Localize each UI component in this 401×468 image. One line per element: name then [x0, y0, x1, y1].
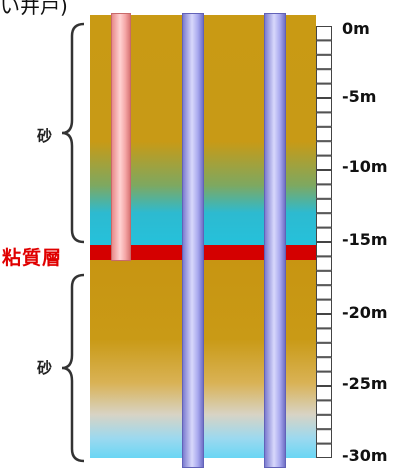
ruler-cell	[316, 328, 332, 343]
ruler-cell	[316, 342, 332, 358]
lower-sand-label: 砂	[37, 359, 53, 377]
upper-sand-label: 砂	[37, 127, 53, 145]
deep-well-pipe-1	[182, 13, 204, 468]
depth-label-20m: -20m	[342, 303, 388, 322]
ruler-cell	[316, 141, 332, 156]
ruler-cell	[316, 242, 332, 257]
depth-label-5m: -5m	[342, 87, 377, 106]
ruler-cell	[316, 414, 332, 430]
depth-label-25m: -25m	[342, 374, 388, 393]
ruler-cell	[316, 184, 332, 199]
ruler-cell	[316, 155, 332, 171]
ruler-cell	[316, 227, 332, 243]
ruler-cell	[316, 98, 332, 113]
ruler-cell	[316, 198, 332, 214]
ruler-cell	[316, 400, 332, 415]
depth-scale-ruler	[316, 26, 332, 458]
shallow-well-pipe	[111, 13, 131, 261]
ruler-cell	[316, 256, 332, 271]
lower-sand-brace	[61, 273, 85, 463]
upper-sand-brace	[61, 22, 85, 244]
depth-label-10m: -10m	[342, 157, 388, 176]
ruler-cell	[316, 69, 332, 84]
diagram-title: い井戸)	[0, 0, 68, 18]
clay-layer-label: 粘質層	[2, 247, 63, 269]
depth-label-30m: -30m	[342, 446, 388, 465]
ruler-cell	[316, 83, 332, 98]
ruler-cell	[316, 112, 332, 127]
ruler-cell	[316, 314, 332, 329]
depth-label-15m: -15m	[342, 230, 388, 249]
ruler-cell	[316, 126, 332, 142]
ruler-cell	[316, 26, 332, 41]
ruler-cell	[316, 285, 332, 300]
ruler-cell	[316, 386, 332, 401]
ruler-cell	[316, 213, 332, 228]
ruler-cell	[316, 443, 332, 458]
ruler-cell	[316, 40, 332, 55]
ruler-cell	[316, 170, 332, 185]
ruler-cell	[316, 429, 332, 444]
ruler-cell	[316, 270, 332, 286]
deep-well-pipe-2	[264, 13, 286, 468]
ruler-cell	[316, 357, 332, 372]
ruler-cell	[316, 371, 332, 387]
ruler-cell	[316, 54, 332, 70]
depth-label-0m: 0m	[342, 19, 370, 38]
ruler-cell	[316, 299, 332, 315]
